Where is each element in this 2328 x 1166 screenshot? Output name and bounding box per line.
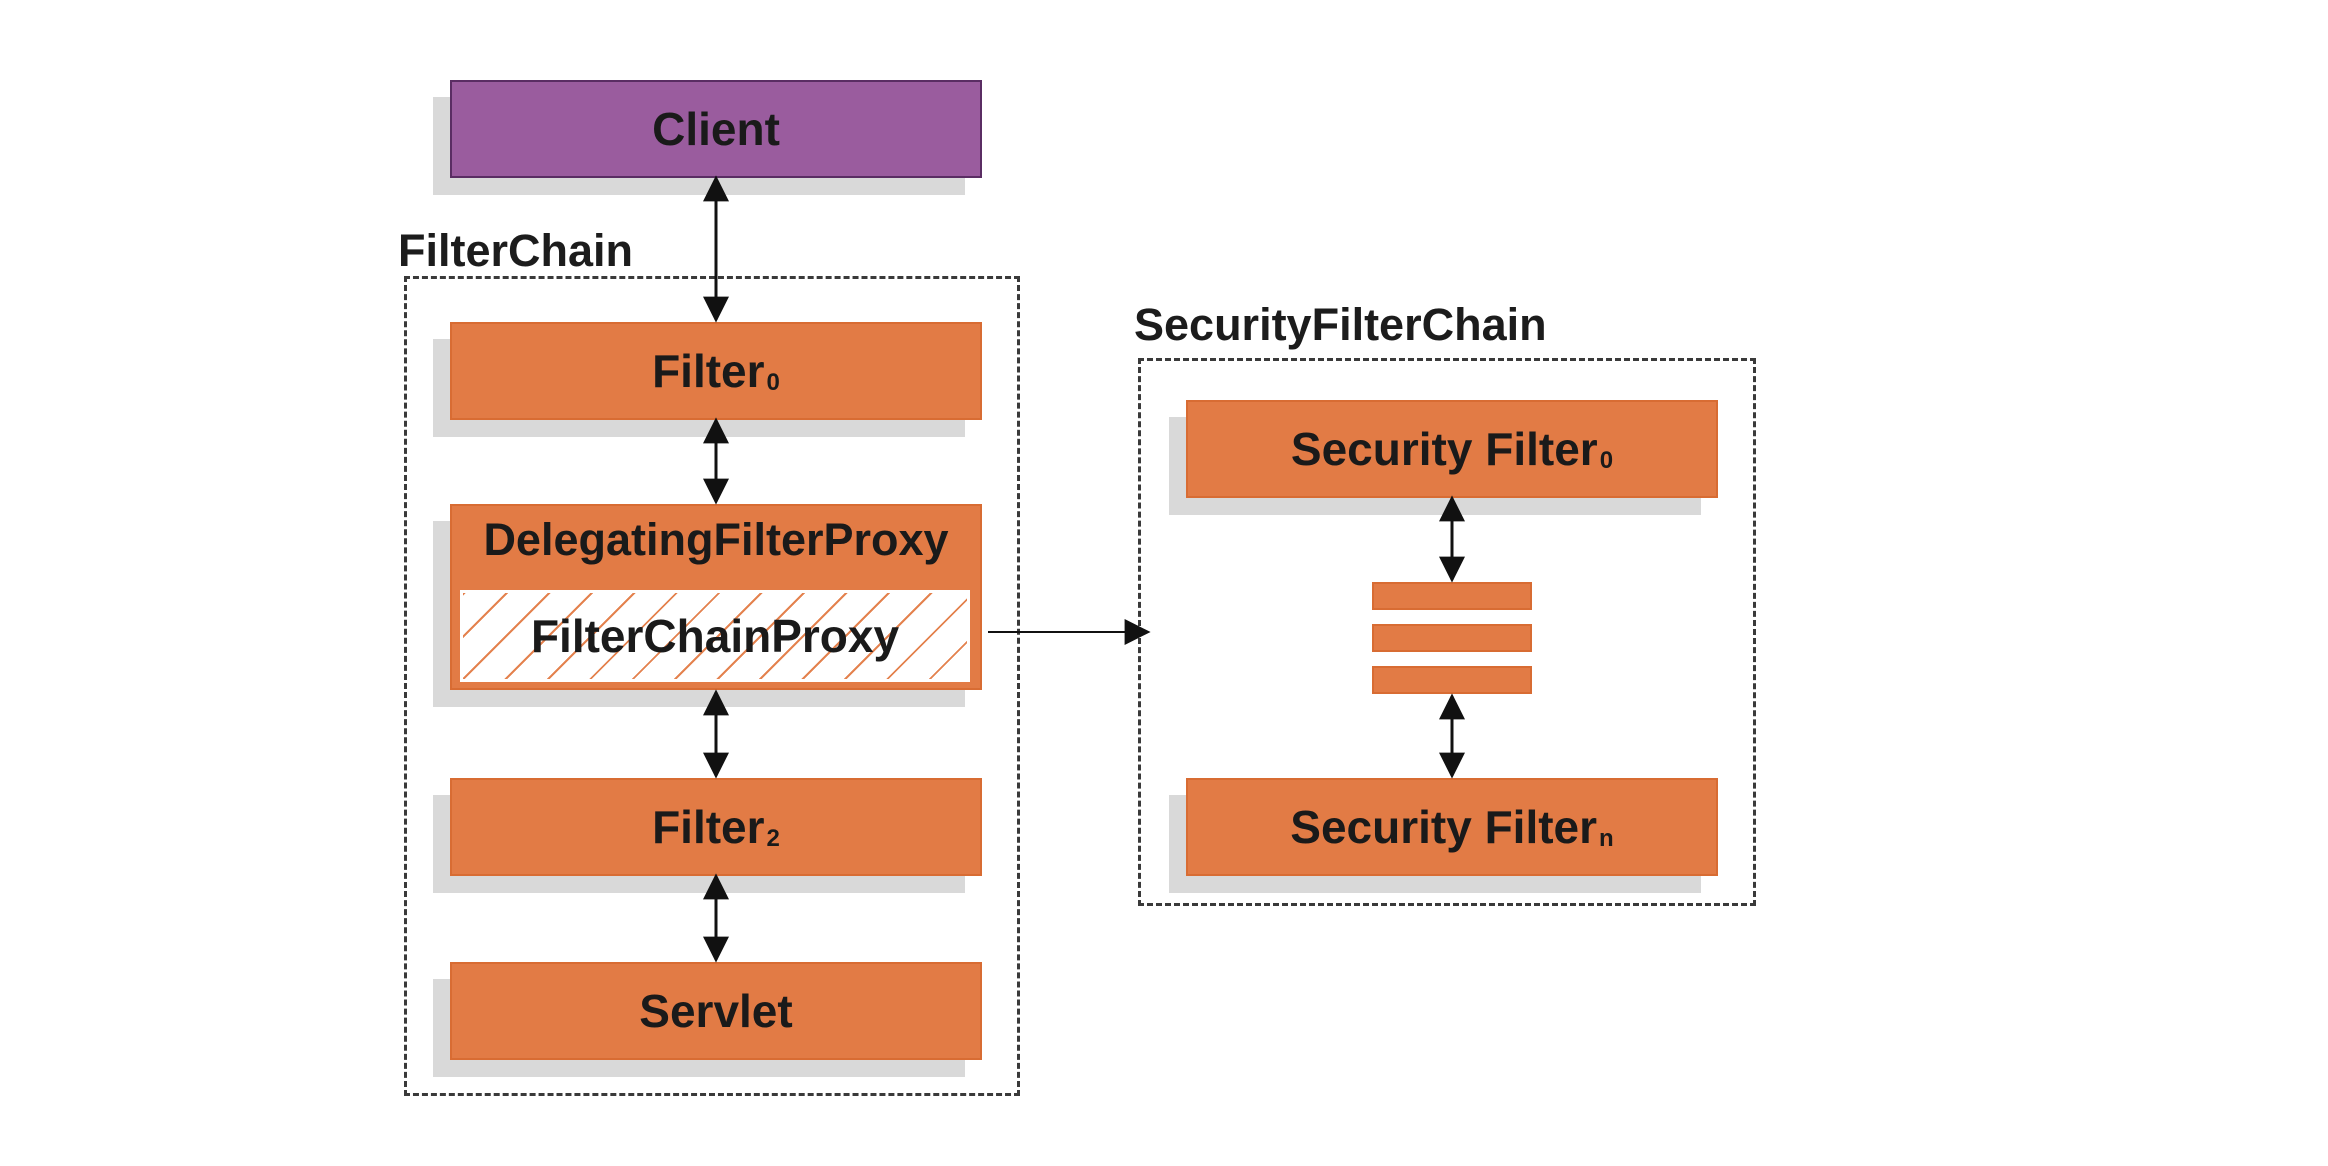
servlet-node: Servlet: [450, 962, 982, 1060]
filter-2-subscript: 2: [766, 825, 780, 852]
security-filter-chain-label: SecurityFilterChain: [1134, 299, 1547, 350]
delegating-filter-proxy-node: DelegatingFilterProxy FilterChainProxy: [450, 504, 982, 690]
filter-2-label: Filter: [652, 801, 765, 853]
security-filter-0-subscript: 0: [1599, 447, 1614, 474]
client-label: Client: [652, 103, 780, 155]
filter-chain-label: FilterChain: [398, 225, 634, 276]
delegating-filter-proxy-label: DelegatingFilterProxy: [483, 514, 949, 565]
more-filters-bar: [1372, 624, 1532, 652]
security-filter-n-label: Security Filter: [1290, 801, 1598, 853]
security-filter-0-label: Security Filter: [1290, 423, 1598, 475]
filter-0-label: Filter: [652, 345, 765, 397]
more-filters-bar: [1372, 666, 1532, 694]
servlet-label: Servlet: [639, 985, 793, 1037]
filter-0-subscript: 0: [766, 369, 780, 396]
more-filters-bar: [1372, 582, 1532, 610]
filter-chain-proxy-node: FilterChainProxy: [458, 588, 972, 684]
security-filter-n-subscript: n: [1599, 825, 1614, 852]
filter-chain-proxy-label: FilterChainProxy: [530, 610, 900, 662]
